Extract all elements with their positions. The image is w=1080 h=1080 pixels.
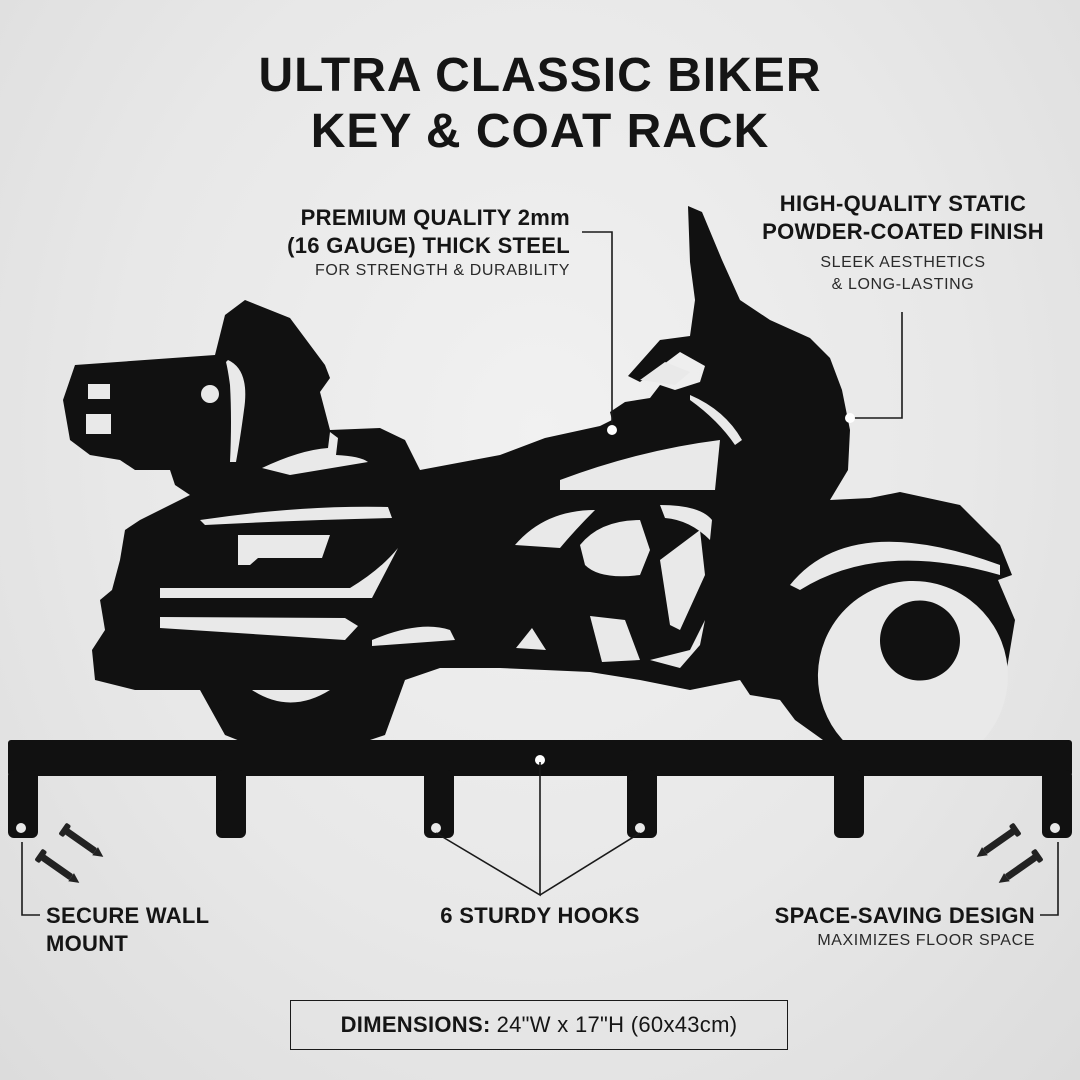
cutout-dot [201, 385, 219, 403]
finish-heading-2: POWDER-COATED FINISH [762, 219, 1044, 244]
finish-heading-1: HIGH-QUALITY STATIC [779, 191, 1027, 216]
hook-1 [8, 770, 38, 838]
cutout-engine-4 [660, 530, 705, 630]
cutout-windshield-1 [640, 362, 690, 385]
cutout-engine-5 [516, 628, 546, 650]
title-line-1: ULTRA CLASSIC BIKER [258, 49, 822, 102]
steel-subtext: FOR STRENGTH & DURABILITY [314, 262, 570, 279]
title-line-2: KEY & COAT RACK [310, 105, 770, 158]
callout-lines [21, 231, 1059, 916]
cutout-rear-wheel-arc [252, 690, 330, 703]
screw-icon [976, 823, 1043, 883]
cutout-trunk-curve [226, 360, 246, 462]
callout-space-saving: SPACE-SAVING DESIGN MAXIMIZES FLOOR SPAC… [690, 902, 1035, 952]
motorcycle-body [63, 206, 1015, 752]
wall-heading-2: MOUNT [46, 931, 129, 956]
cutout-engine-1 [515, 510, 595, 548]
dimensions-box: DIMENSIONS: 24"W x 17"H (60x43cm) [290, 1000, 788, 1050]
screw-icon [35, 823, 104, 883]
wall-leader-line [21, 842, 40, 916]
cutout-engine-7 [650, 620, 705, 668]
cutout-square-1 [88, 384, 110, 399]
cutout-engine-2 [580, 520, 650, 577]
cutout-engine-6 [590, 616, 640, 662]
cutout-tank [560, 440, 720, 490]
cutout-rack-1 [262, 432, 368, 475]
cutout-side-3 [160, 617, 358, 640]
silhouette-cutouts [86, 360, 1008, 771]
page-title: ULTRA CLASSIC BIKER KEY & COAT RACK [0, 48, 1080, 160]
cutout-side-1 [200, 506, 392, 525]
callout-hooks: 6 STURDY HOOKS [380, 902, 700, 930]
hooks-heading: 6 STURDY HOOKS [440, 903, 640, 928]
dimensions-value: 24"W x 17"H (60x43cm) [496, 1012, 738, 1037]
steel-heading-1: PREMIUM QUALITY 2mm [300, 205, 570, 230]
callout-steel: PREMIUM QUALITY 2mm (16 GAUGE) THICK STE… [230, 204, 570, 282]
hook-bar [8, 740, 1072, 838]
space-subtext: MAXIMIZES FLOOR SPACE [817, 932, 1035, 949]
cutout-square-2 [86, 414, 111, 434]
space-leader-line [1040, 842, 1059, 916]
space-heading: SPACE-SAVING DESIGN [774, 903, 1035, 928]
cutout-front-wheel [817, 580, 1008, 771]
cutout-p-shape [238, 535, 330, 565]
cutout-engine-3 [660, 505, 712, 540]
hook-4 [627, 770, 657, 838]
hook-3 [424, 770, 454, 838]
wall-heading-1: SECURE WALL [46, 903, 210, 928]
hook-5 [834, 770, 864, 838]
cutout-side-2 [160, 548, 398, 598]
cutout-windshield-2 [690, 395, 742, 445]
finish-subtext-2: & LONG-LASTING [831, 276, 975, 293]
callout-wall-mount: SECURE WALL MOUNT [46, 902, 286, 958]
steel-heading-2: (16 GAUGE) THICK STEEL [287, 233, 570, 258]
callout-finish: HIGH-QUALITY STATIC POWDER-COATED FINISH… [738, 190, 1068, 296]
steel-leader-line [582, 231, 613, 428]
dimensions-label: DIMENSIONS: [340, 1012, 491, 1037]
finish-subtext-1: SLEEK AESTHETICS [820, 254, 986, 271]
hook-2 [216, 770, 246, 838]
motorcycle-silhouette [63, 206, 1015, 752]
rail-center-dot [535, 755, 545, 765]
hook-6 [1042, 770, 1072, 838]
cutout-lower [372, 626, 455, 646]
cutout-fender-gap [790, 541, 1000, 590]
finish-leader-line [852, 312, 903, 419]
